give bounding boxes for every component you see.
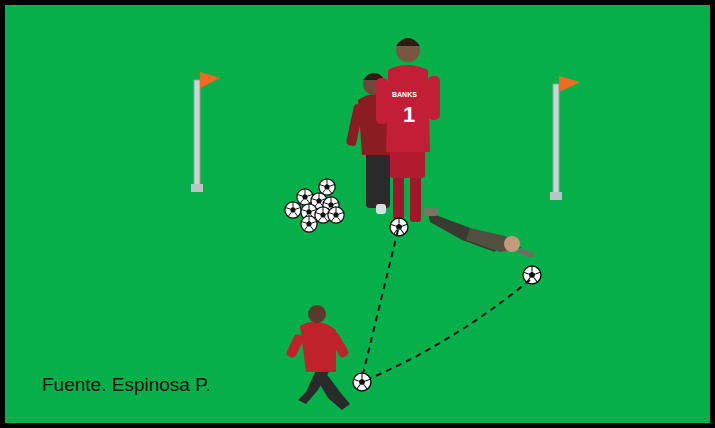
diving-goalkeeper	[424, 208, 535, 259]
player-figure	[285, 305, 350, 410]
pitch	[5, 5, 710, 423]
ball	[353, 373, 371, 391]
goalkeeper-figure	[376, 38, 440, 222]
jersey-name: BANKS	[392, 91, 417, 98]
jersey-number: 1	[403, 104, 415, 126]
pass-line	[366, 280, 530, 380]
corner-flag	[191, 72, 220, 192]
ball	[390, 218, 408, 236]
ball	[523, 266, 541, 284]
source-note: Fuente. Espinosa P.	[42, 375, 211, 394]
corner-flag	[550, 76, 580, 200]
pass-line	[362, 230, 398, 378]
ball-pile	[285, 179, 344, 232]
